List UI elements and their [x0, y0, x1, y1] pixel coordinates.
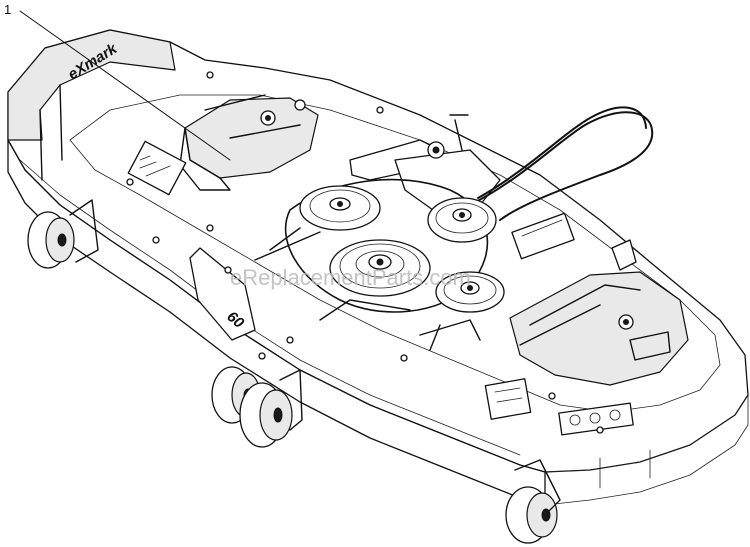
- front-left-wheel: [27, 199, 99, 269]
- deck-top-plate: [69, 94, 721, 413]
- drive-belt: [469, 111, 654, 221]
- center-spindle-pulley: [329, 239, 431, 297]
- idler-pulley: [427, 197, 497, 243]
- warning-decal-left: [127, 140, 187, 196]
- warning-decal-front: [484, 378, 532, 420]
- warning-decal-skirt: [558, 402, 634, 436]
- deck-fasteners: [126, 71, 604, 434]
- deck-size-badge: 60: [189, 247, 256, 341]
- left-spindle-pulley: [299, 185, 381, 231]
- callout-1-label: 1: [4, 2, 11, 17]
- front-baffle-box: [7, 29, 176, 141]
- decal-right-top: [511, 212, 575, 260]
- right-belt-shield: [509, 271, 689, 386]
- right-spindle-pulley: [435, 271, 505, 313]
- right-mount-post: [611, 239, 637, 271]
- rear-right-wheel: [505, 459, 561, 544]
- callout-1: 1: [4, 2, 231, 161]
- watermark: eReplacementParts.com: [230, 265, 471, 290]
- left-belt-shield: [179, 94, 319, 191]
- front-center-wheel-b: [239, 369, 303, 448]
